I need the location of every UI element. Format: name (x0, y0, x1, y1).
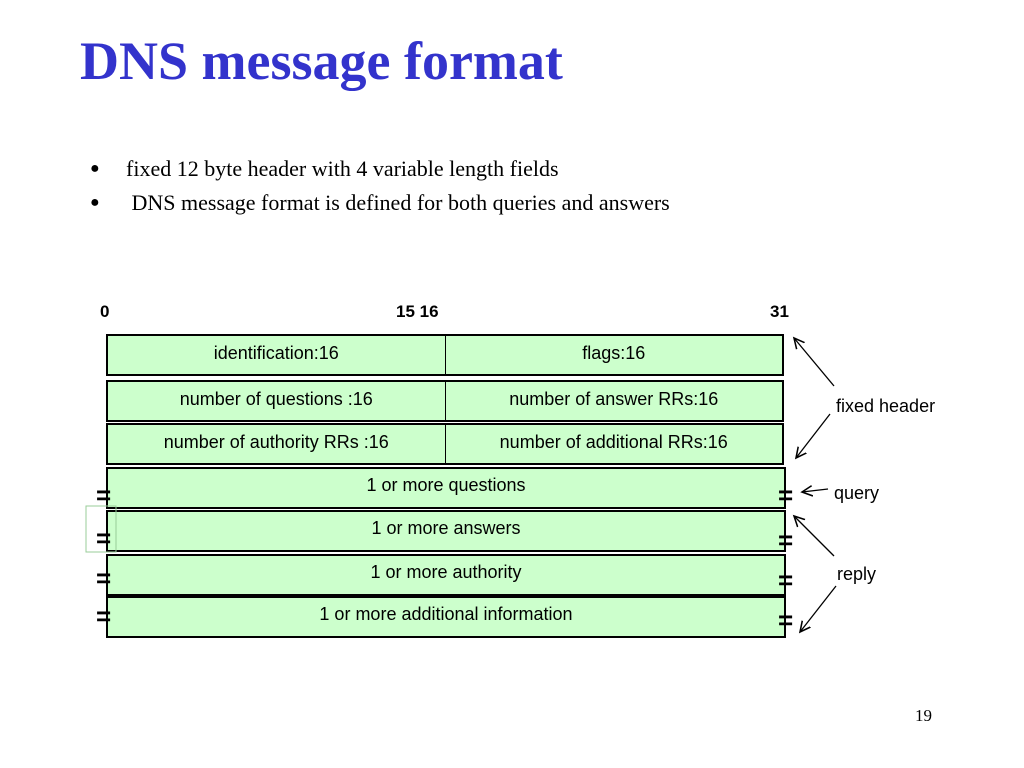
slide-title: DNS message format (80, 31, 563, 91)
answers-section: 1 or more answers (106, 510, 786, 552)
bullet-list: ● fixed 12 byte header with 4 variable le… (88, 152, 670, 220)
bullet-text: DNS message format is defined for both q… (126, 190, 670, 215)
authority-section: 1 or more authority (106, 554, 786, 596)
additional-information-section: 1 or more additional information (106, 596, 786, 638)
selection-outline (85, 505, 117, 553)
arrow-icon (802, 489, 829, 492)
additional-rrs-count-field: number of additional RRs:16 (499, 431, 728, 452)
query-label: query (834, 483, 880, 503)
page-number: 19 (915, 706, 932, 725)
header-row-authority-additional: number of authority RRs :16 number of ad… (106, 423, 784, 465)
arrow-icon (800, 585, 837, 632)
answer-rrs-count-field: number of answer RRs:16 (509, 388, 719, 409)
questions-section: 1 or more questions (106, 467, 786, 509)
break-mark-icon: = (778, 480, 794, 510)
break-mark-icon: = (96, 523, 112, 553)
bullet-item: ● fixed 12 byte header with 4 variable le… (88, 152, 670, 186)
header-row-questions-answers: number of questions :16 number of answer… (106, 380, 784, 422)
break-mark-icon: = (778, 525, 794, 555)
bit-label-middle: 15 16 (396, 302, 439, 321)
arrow-icon (796, 413, 831, 458)
bullet-item: ● DNS message format is defined for both… (88, 186, 670, 220)
authority-rrs-count-field: number of authority RRs :16 (108, 425, 446, 463)
header-row-id-flags: identification:16 flags:16 (106, 334, 784, 376)
questions-count-field: number of questions :16 (108, 382, 446, 420)
bit-label-start: 0 (100, 302, 110, 321)
break-mark-icon: = (96, 480, 112, 510)
bullet-text: fixed 12 byte header with 4 variable len… (126, 156, 559, 181)
break-mark-icon: = (778, 605, 794, 635)
break-mark-icon: = (96, 563, 112, 593)
arrow-icon (794, 516, 835, 557)
identification-field: identification:16 (108, 336, 446, 374)
flags-field: flags:16 (582, 342, 646, 363)
arrow-icon (794, 338, 835, 387)
break-mark-icon: = (96, 601, 112, 631)
fixed-header-label: fixed header (836, 396, 936, 416)
break-mark-icon: = (778, 565, 794, 595)
bit-label-end: 31 (770, 302, 789, 321)
bullet-dot-icon: ● (90, 194, 100, 211)
reply-label: reply (837, 564, 877, 584)
bullet-dot-icon: ● (90, 160, 100, 177)
